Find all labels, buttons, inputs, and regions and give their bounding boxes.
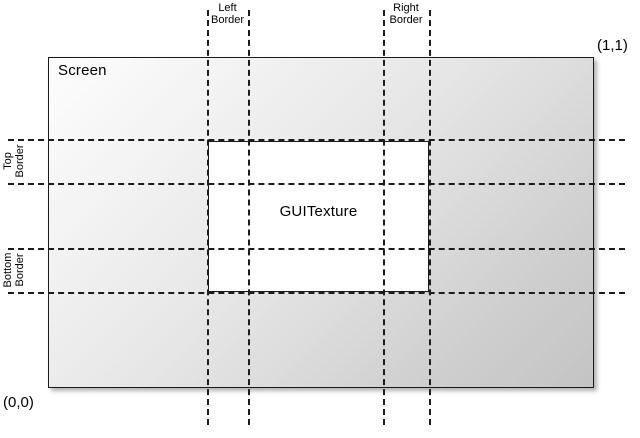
guide-line-top-border-inner	[8, 183, 625, 185]
coordinate-label-top-right: (1,1)	[597, 37, 628, 54]
right-border-label-line2: Border	[389, 14, 423, 26]
guide-line-bottom-border-inner	[8, 248, 625, 250]
screen-label: Screen	[58, 62, 107, 79]
bottom-border-label-line2: Border	[14, 253, 26, 287]
top-border-label-line1: Top	[2, 152, 14, 170]
left-border-label-line2: Border	[210, 14, 245, 26]
guide-line-top-border-outer	[8, 139, 625, 141]
top-border-label: Top Border	[2, 101, 26, 221]
left-border-label: Left Border	[168, 2, 288, 26]
bottom-border-label-line1: Bottom	[2, 252, 14, 288]
guide-line-bottom-border-outer	[8, 292, 625, 294]
left-border-label-line1: Left	[218, 2, 237, 14]
guide-line-left-border-inner	[248, 10, 250, 425]
guide-line-right-border-outer	[429, 10, 431, 425]
right-border-label: Right Border	[346, 2, 466, 26]
guitexture-rectangle	[208, 141, 429, 292]
guitexture-label: GUITexture	[279, 203, 358, 220]
coordinate-label-bottom-left: (0,0)	[3, 394, 34, 411]
right-border-label-line1: Right	[393, 2, 419, 14]
guide-line-right-border-inner	[383, 10, 385, 425]
top-border-label-line2: Border	[14, 144, 26, 178]
bottom-border-label: Bottom Border	[2, 210, 26, 330]
guide-line-left-border-outer	[207, 10, 209, 425]
